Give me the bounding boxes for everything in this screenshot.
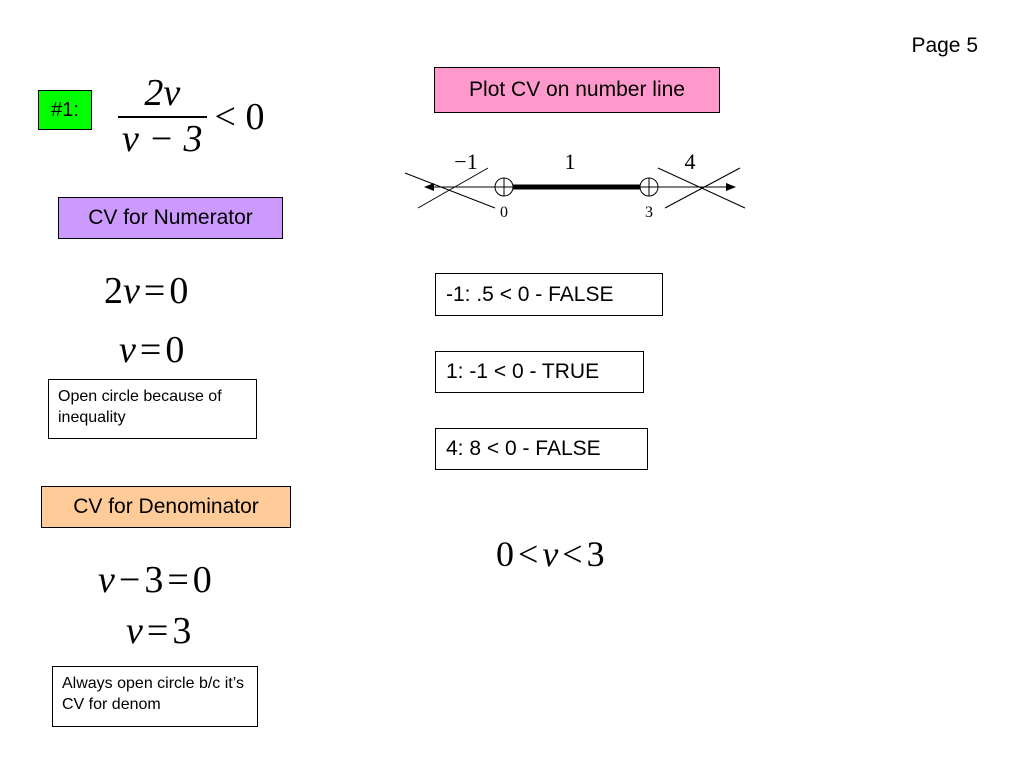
denominator-equation-2: v=3 <box>126 610 192 652</box>
fraction: 2v v − 3 <box>118 72 207 160</box>
test-label-neg1: −1 <box>454 149 477 174</box>
number-line: −1 1 4 0 3 <box>404 149 746 221</box>
note-always-open: Always open circle b/c it’s CV for denom <box>52 666 258 727</box>
arrow-left-icon <box>424 183 434 191</box>
plot-cv-heading: Plot CV on number line <box>434 67 720 113</box>
test-result-1: 1: -1 < 0 - TRUE <box>435 351 644 393</box>
cv-denominator-heading: CV for Denominator <box>41 486 291 528</box>
cross-left-b <box>417 167 489 209</box>
numerator-equation-2: v=0 <box>119 329 185 371</box>
cross-left-a <box>404 172 496 209</box>
fraction-numerator: 2v <box>144 72 181 114</box>
page-number: Page 5 <box>911 34 978 57</box>
fraction-bar <box>118 115 207 118</box>
denominator-equation-1: v−3=0 <box>98 559 212 601</box>
numerator-equation-1: 2v=0 <box>104 270 189 312</box>
note-open-circle: Open circle because of inequality <box>48 379 257 439</box>
solution: 0<v<3 <box>496 534 605 574</box>
problem-inequality: 2v v − 3 < 0 <box>118 72 265 160</box>
cv-label-3: 3 <box>645 204 653 221</box>
test-result-4: 4: 8 < 0 - FALSE <box>435 428 648 470</box>
cross-right-b <box>664 167 741 209</box>
cv-label-0: 0 <box>500 204 508 221</box>
test-result-neg1: -1: .5 < 0 - FALSE <box>435 273 663 316</box>
problem-label: #1: <box>38 90 92 130</box>
test-label-1: 1 <box>565 149 576 174</box>
fraction-denominator: v − 3 <box>122 117 203 160</box>
cv-numerator-heading: CV for Numerator <box>58 197 283 239</box>
inequality-rhs: < 0 <box>214 95 265 138</box>
test-label-4: 4 <box>685 149 696 174</box>
arrow-right-icon <box>726 183 736 191</box>
